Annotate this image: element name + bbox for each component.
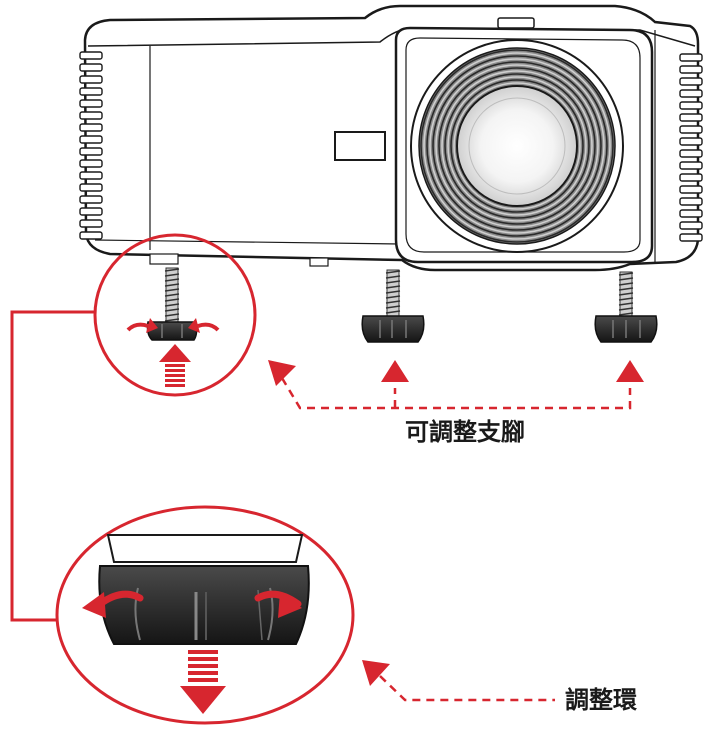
vent-slot xyxy=(680,138,702,145)
vent-slot xyxy=(680,78,702,85)
vent-slot xyxy=(680,210,702,217)
vent-slot xyxy=(80,112,102,119)
vent-slot xyxy=(80,160,102,167)
side-panel xyxy=(335,132,385,160)
vent-slot xyxy=(80,124,102,131)
feet-dashed-connector xyxy=(268,360,644,408)
vent-slot xyxy=(680,126,702,133)
vent-slot xyxy=(80,208,102,215)
top-recess xyxy=(498,18,534,28)
vent-slot xyxy=(680,150,702,157)
vent-slot xyxy=(680,198,702,205)
ring-dashed-pointer xyxy=(362,660,555,700)
vent-slot xyxy=(80,220,102,227)
vent-slot xyxy=(80,148,102,155)
foot-rear-middle xyxy=(362,270,424,342)
vent-slot xyxy=(80,64,102,71)
vent-slot xyxy=(680,102,702,109)
vent-slot xyxy=(80,52,102,59)
raise-arrow-small xyxy=(159,344,191,387)
vent-slot xyxy=(80,184,102,191)
vent-slot xyxy=(80,76,102,83)
vent-slot xyxy=(680,186,702,193)
vent-slot xyxy=(680,114,702,121)
vent-slot xyxy=(680,66,702,73)
adjustable-feet-label: 可調整支腳 xyxy=(405,418,525,446)
vent-slot xyxy=(80,100,102,107)
vent-slot xyxy=(680,222,702,229)
vent-slot xyxy=(680,54,702,61)
vent-slot xyxy=(680,174,702,181)
vent-slot xyxy=(80,88,102,95)
vent-slot xyxy=(80,136,102,143)
vent-slot xyxy=(80,172,102,179)
vent-slot xyxy=(80,232,102,239)
foot-rear-right xyxy=(595,272,657,342)
vent-slot xyxy=(680,162,702,169)
adjustment-ring-label: 調整環 xyxy=(565,686,638,714)
vent-slot xyxy=(680,90,702,97)
lens-glass xyxy=(457,86,577,206)
vent-slot xyxy=(80,196,102,203)
vent-slot xyxy=(680,234,702,241)
